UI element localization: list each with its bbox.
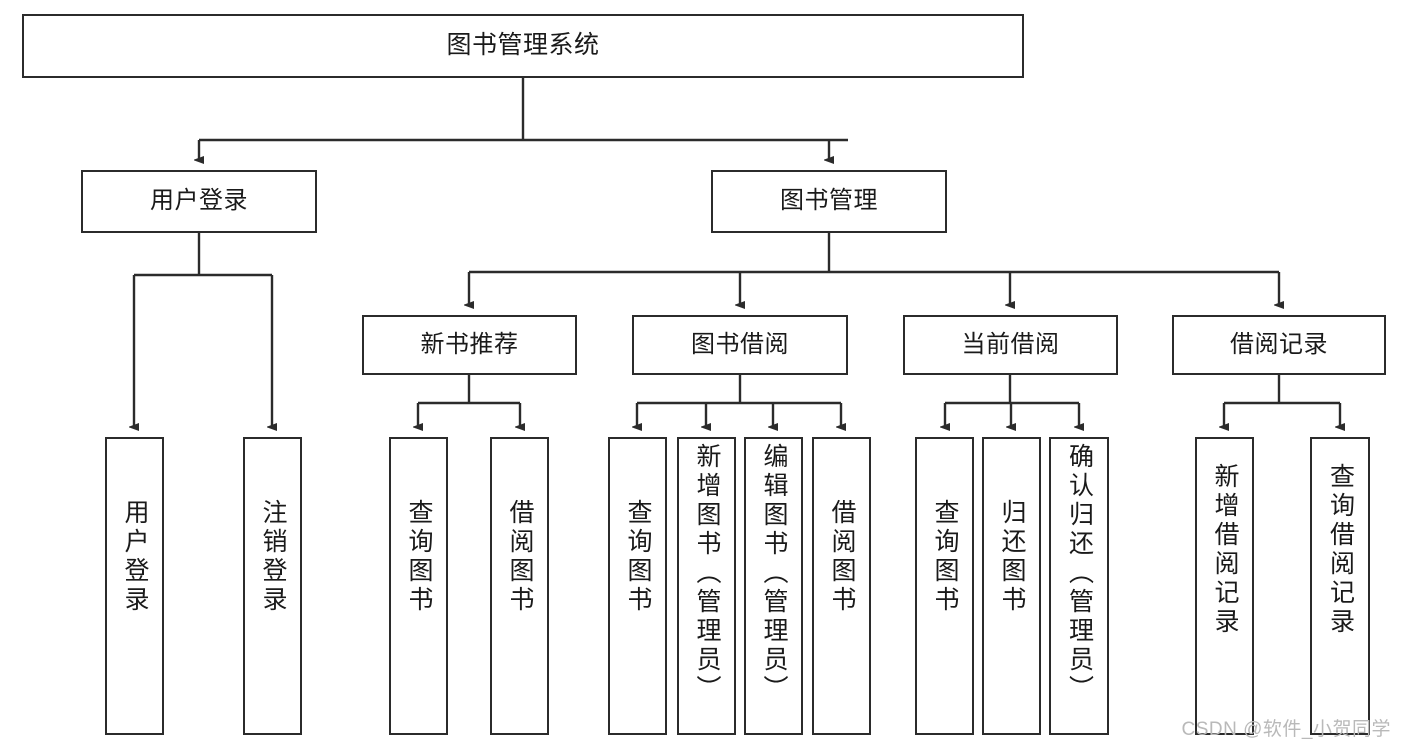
node-label: 图书借阅 [691, 330, 789, 358]
node-book-management[interactable]: 图书管理 [711, 170, 947, 233]
node-root-system[interactable]: 图书管理系统 [22, 14, 1024, 78]
leaf-newbook-borrow-book[interactable]: 借阅图书 [490, 437, 549, 735]
leaf-record-query-record[interactable]: 查询借阅记录 [1310, 437, 1370, 735]
leaf-borrow-query-book[interactable]: 查询图书 [608, 437, 667, 735]
node-label: 当前借阅 [961, 330, 1060, 358]
leaf-record-add-record[interactable]: 新增借阅记录 [1195, 437, 1254, 735]
node-label: 借阅图书 [506, 499, 534, 615]
node-label: 查询图书 [624, 499, 652, 615]
leaf-current-return-book[interactable]: 归还图书 [982, 437, 1041, 735]
leaf-logout[interactable]: 注销登录 [243, 437, 302, 735]
node-label: 归还图书 [998, 499, 1026, 615]
leaf-newbook-query-book[interactable]: 查询图书 [389, 437, 448, 735]
node-label: 注销登录 [259, 499, 287, 615]
leaf-current-query-book[interactable]: 查询图书 [915, 437, 974, 735]
leaf-current-confirm-return-admin[interactable]: 确认归还（管理员） [1049, 437, 1109, 735]
node-label: 查询图书 [931, 499, 959, 615]
node-label: 新增图书（管理员） [693, 443, 721, 704]
node-label: 借阅记录 [1230, 330, 1328, 358]
leaf-user-login[interactable]: 用户登录 [105, 437, 164, 735]
node-label: 查询借阅记录 [1326, 463, 1355, 637]
leaf-borrow-add-book-admin[interactable]: 新增图书（管理员） [677, 437, 736, 735]
node-new-book-recommend[interactable]: 新书推荐 [362, 315, 577, 375]
node-book-borrow[interactable]: 图书借阅 [632, 315, 848, 375]
node-user-login[interactable]: 用户登录 [81, 170, 317, 233]
node-current-borrow[interactable]: 当前借阅 [903, 315, 1118, 375]
node-label: 用户登录 [121, 499, 149, 615]
node-label: 新增借阅记录 [1211, 463, 1239, 637]
node-label: 查询图书 [405, 499, 433, 615]
node-label: 新书推荐 [420, 330, 519, 358]
leaf-borrow-edit-book-admin[interactable]: 编辑图书（管理员） [744, 437, 803, 735]
node-borrow-record[interactable]: 借阅记录 [1172, 315, 1386, 375]
leaf-borrow-borrow-book[interactable]: 借阅图书 [812, 437, 871, 735]
node-label: 图书管理 [780, 187, 878, 215]
node-label: 图书管理系统 [446, 31, 600, 60]
node-label: 确认归还（管理员） [1065, 443, 1094, 704]
node-label: 用户登录 [150, 187, 248, 215]
node-label: 借阅图书 [828, 499, 856, 615]
node-label: 编辑图书（管理员） [760, 443, 788, 704]
